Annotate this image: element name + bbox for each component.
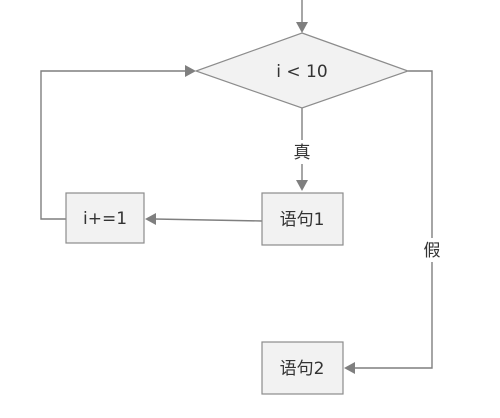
edge-false-arrowhead — [344, 362, 355, 374]
increment-box — [65, 192, 145, 244]
edge-loop-back-arrowhead — [185, 65, 196, 77]
increment-text: i+=1 — [83, 209, 127, 229]
edge-labels: 真 假 — [290, 140, 444, 262]
condition-text: i < 10 — [276, 62, 327, 82]
node-condition: i < 10 — [194, 32, 410, 109]
node-statement1: 语句1 — [261, 192, 344, 246]
statement1-box — [261, 192, 344, 246]
true-branch-label: 真 — [294, 143, 311, 163]
edge-statement1-to-increment — [153, 218, 263, 222]
edge-entry-arrowhead — [296, 22, 308, 33]
edges — [40, 0, 433, 374]
edge-false — [353, 70, 433, 369]
edge-true-arrowhead — [296, 180, 308, 191]
node-statement2: 语句2 — [261, 341, 344, 395]
statement2-box — [261, 341, 344, 395]
false-branch-label: 假 — [424, 241, 441, 261]
condition-diamond — [194, 32, 410, 109]
statement2-text: 语句2 — [280, 359, 325, 379]
statement1-text: 语句1 — [280, 210, 325, 230]
edge-loop-back — [40, 70, 187, 220]
edge-statement1-to-increment-arrowhead — [145, 213, 156, 225]
node-increment: i+=1 — [65, 192, 145, 244]
